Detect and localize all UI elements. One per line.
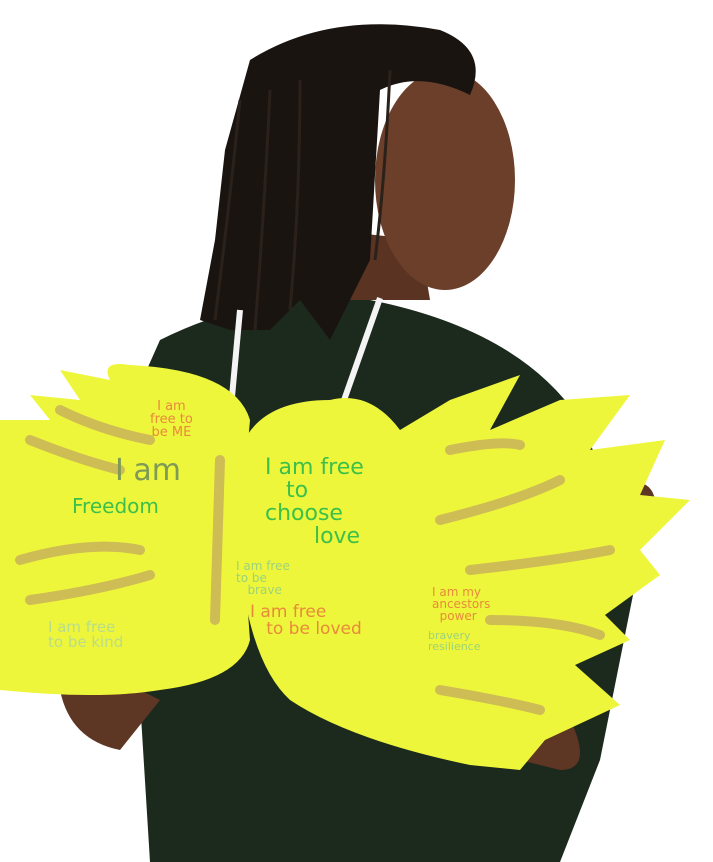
braids: [213, 69, 392, 331]
text-free-to-be-kind: I am free to be kind: [48, 618, 124, 651]
text-choose-love: I am free to choose love: [265, 455, 364, 549]
text-bravery-resilience: bravery resilience: [428, 629, 481, 653]
glitter: [15, 405, 615, 715]
text-free-to-be-loved: I am free to be loved: [250, 602, 362, 639]
text-ancestors-power: I am my ancestors power: [432, 585, 491, 623]
right-wing: [235, 375, 690, 770]
text-freedom: Freedom: [72, 494, 159, 518]
text-free-to-be-brave: I am free to be brave: [236, 559, 290, 597]
left-wing: [0, 364, 250, 695]
text-i-am: I am: [115, 453, 181, 488]
text-free-to-be-me: I am free to be ME: [150, 399, 193, 440]
left-arm: [60, 680, 160, 750]
face: [375, 70, 515, 290]
